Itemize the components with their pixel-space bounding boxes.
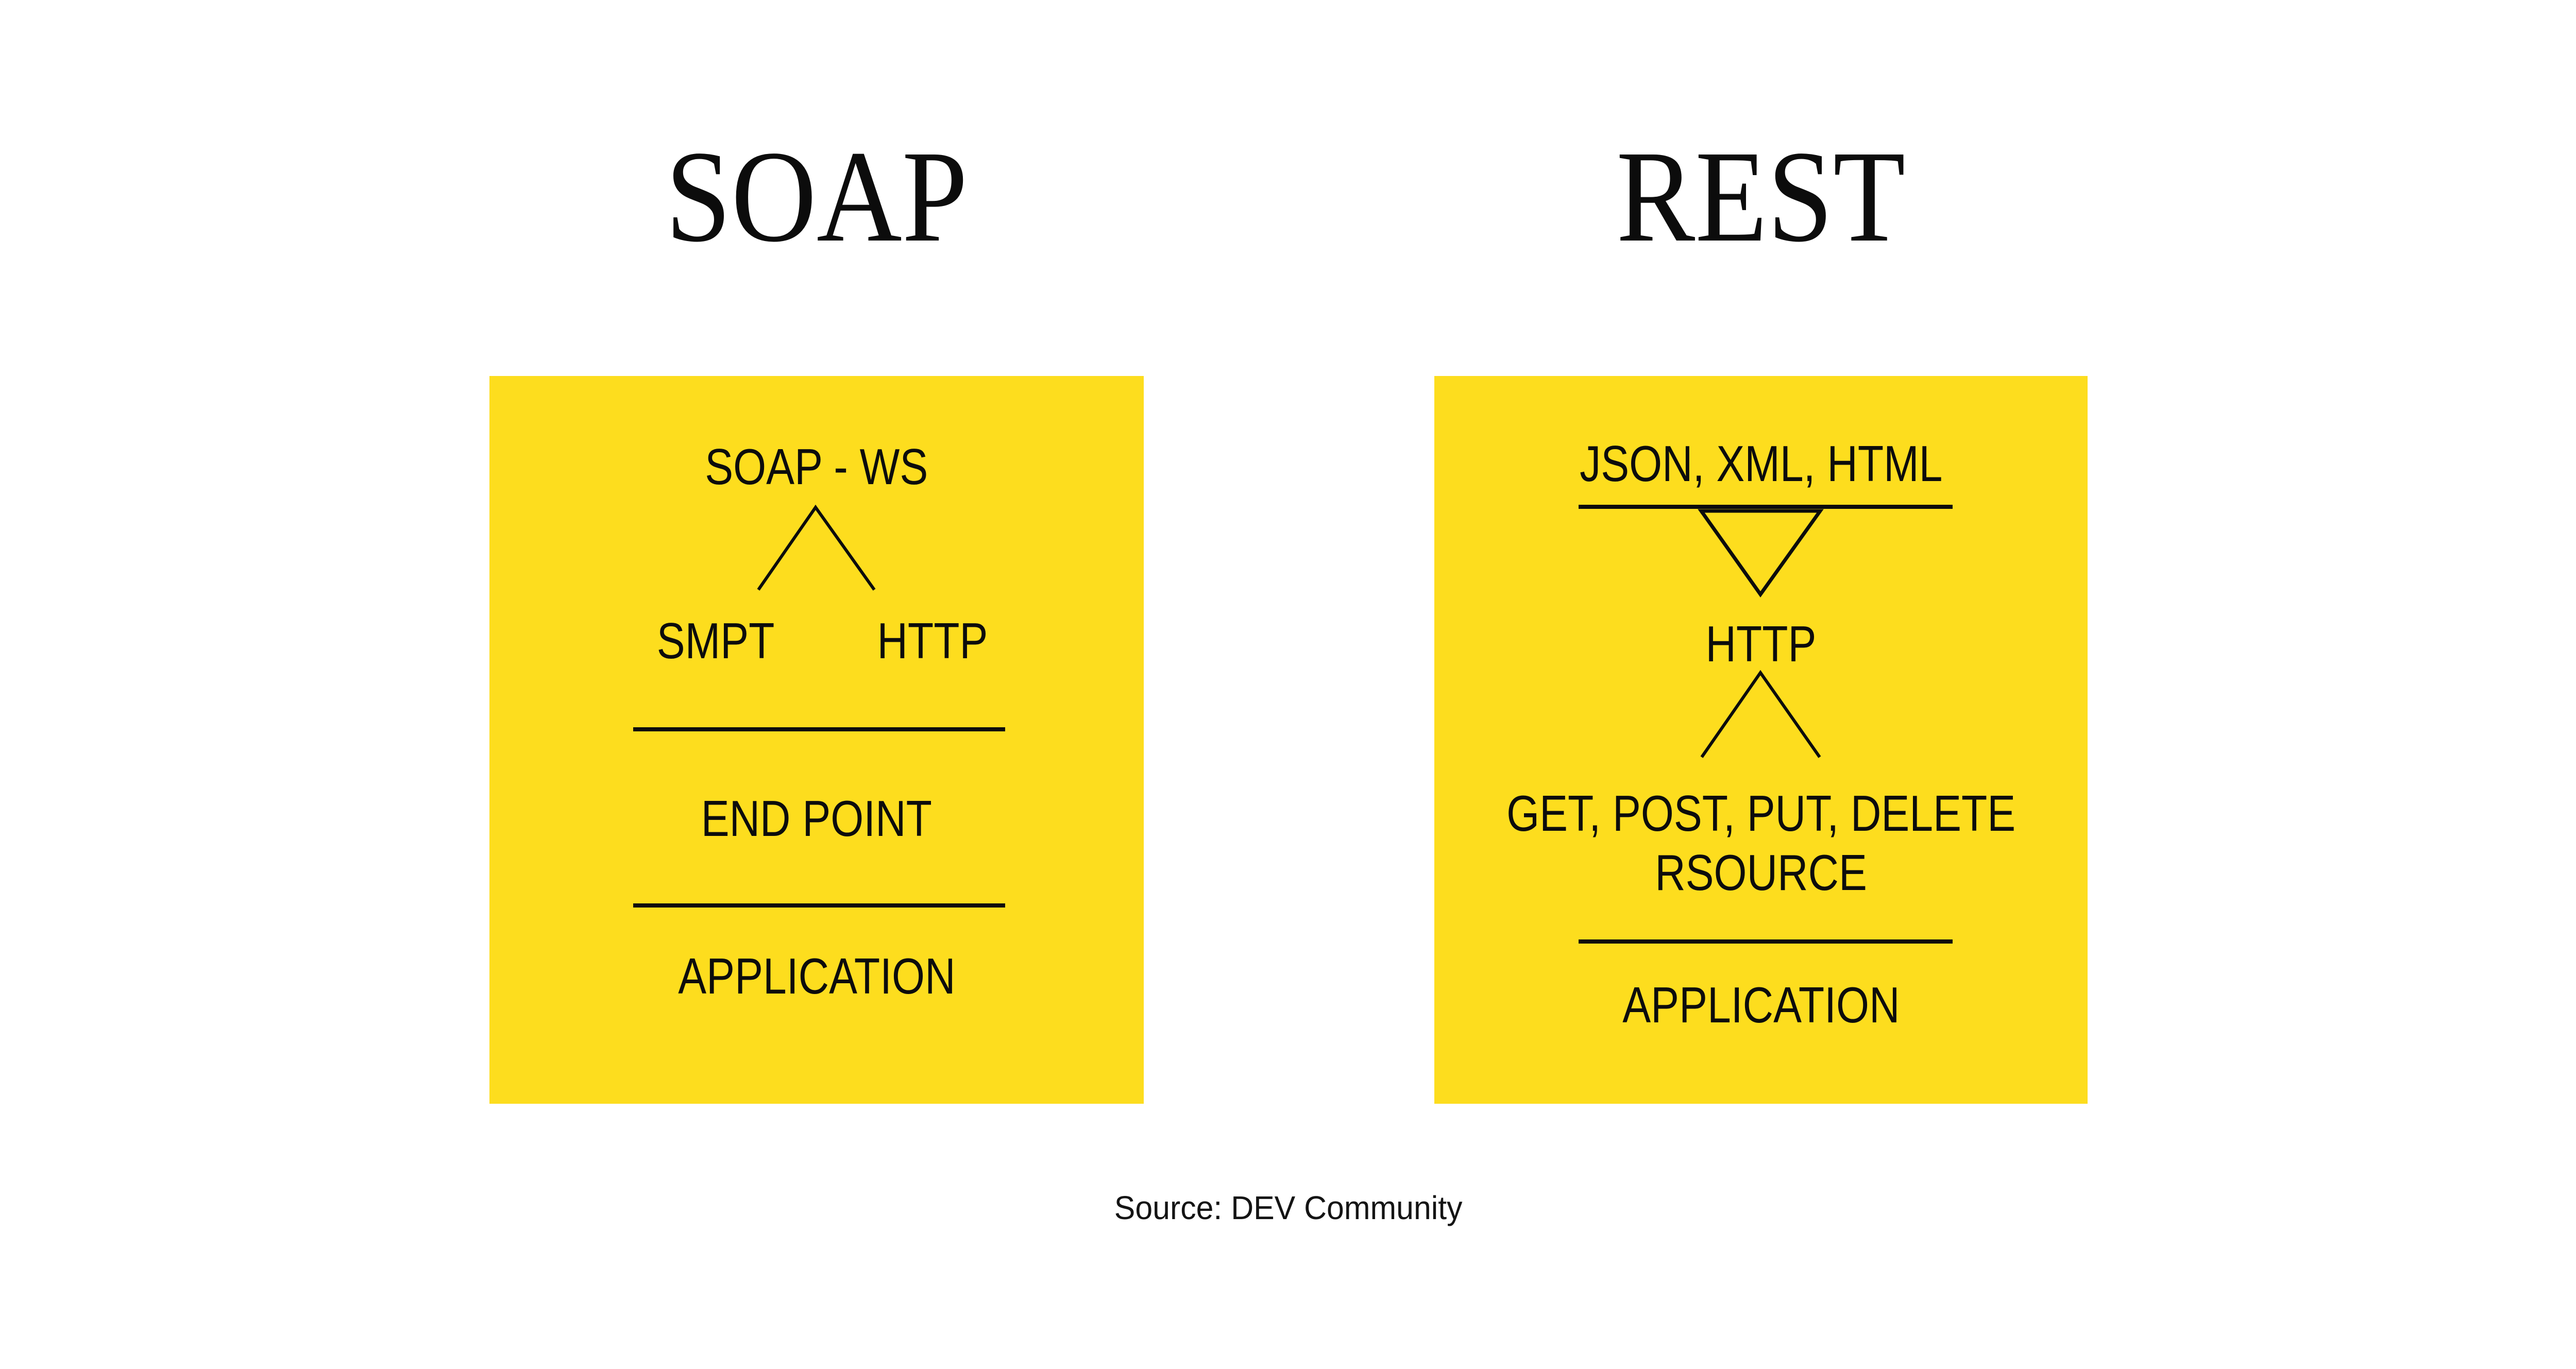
rest-methods-label: GET, POST, PUT, DELETE [1506, 785, 2016, 842]
smtp-label: SMPT [656, 612, 775, 669]
rest-funnel-triangle-icon [1698, 509, 1824, 598]
source-credit: Source: DEV Community [1114, 1189, 1463, 1226]
soap-fork-connector-icon [757, 504, 876, 591]
soap-divider-line-1 [633, 727, 1005, 731]
rest-application-label: APPLICATION [1622, 977, 1900, 1033]
endpoint-label: END POINT [701, 790, 933, 847]
rest-card: JSON, XML, HTML HTTP GET, POST, PUT, DEL… [1434, 376, 2088, 1104]
rest-title-text: REST [1616, 124, 1906, 269]
soap-ws-label: SOAP - WS [705, 438, 928, 495]
rest-resource-label: RSOURCE [1655, 844, 1867, 901]
rest-http-label: HTTP [1705, 615, 1817, 672]
rest-divider-line-1 [1579, 505, 1953, 509]
soap-title-text: SOAP [665, 124, 968, 269]
soap-card: SOAP - WS SMPT HTTP END POINT APPLICATIO… [489, 376, 1144, 1104]
soap-application-label: APPLICATION [677, 948, 956, 1004]
soap-divider-line-2 [633, 903, 1005, 908]
rest-divider-line-2 [1579, 939, 1953, 944]
rest-fork-connector-icon [1700, 670, 1821, 758]
rest-title: REST [1434, 131, 2088, 265]
soap-title: SOAP [489, 131, 1144, 265]
rest-formats-label: JSON, XML, HTML [1579, 435, 1943, 492]
soap-http-label: HTTP [877, 612, 988, 669]
